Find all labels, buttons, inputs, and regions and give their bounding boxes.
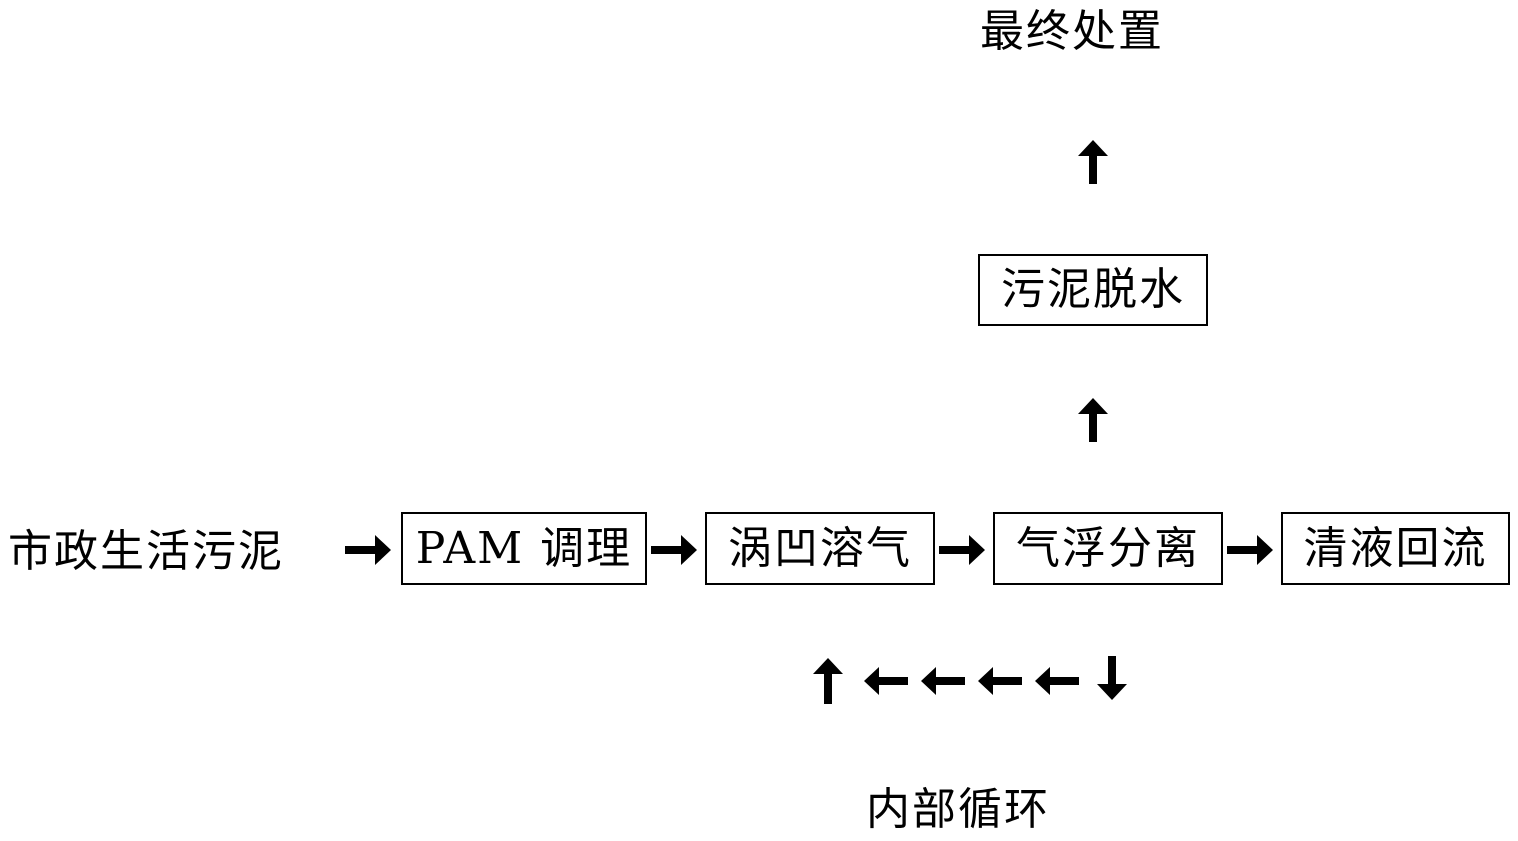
sludge-dewatering-box: 污泥脱水: [978, 254, 1208, 326]
arrow-left-icon: [864, 667, 908, 695]
arrow-up-icon: [1078, 398, 1108, 442]
pam-conditioning-label: PAM 调理: [415, 522, 633, 574]
clear-liquid-return-box: 清液回流: [1281, 512, 1510, 585]
arrow-left-icon: [1035, 667, 1079, 695]
air-flotation-label: 气浮分离: [1016, 522, 1200, 574]
arrow-right-icon: [345, 535, 391, 565]
air-flotation-box: 气浮分离: [993, 512, 1223, 585]
municipal-sludge-label: 市政生活污泥: [8, 526, 284, 577]
arrow-right-icon: [651, 535, 697, 565]
internal-circulation-label: 内部循环: [866, 784, 1050, 835]
arrow-right-icon: [1227, 535, 1273, 565]
arrow-right-icon: [939, 535, 985, 565]
vortex-air-dissolving-box: 涡凹溶气: [705, 512, 935, 585]
arrow-left-icon: [921, 667, 965, 695]
arrow-left-icon: [978, 667, 1022, 695]
arrow-up-icon: [813, 658, 843, 704]
sludge-dewatering-label: 污泥脱水: [1001, 264, 1185, 315]
clear-liquid-return-label: 清液回流: [1303, 522, 1488, 574]
pam-conditioning-box: PAM 调理: [401, 512, 647, 585]
arrow-down-icon: [1097, 656, 1127, 700]
vortex-air-dissolving-label: 涡凹溶气: [728, 522, 912, 574]
final-disposal-label: 最终处置: [980, 6, 1164, 57]
arrow-up-icon: [1078, 140, 1108, 184]
